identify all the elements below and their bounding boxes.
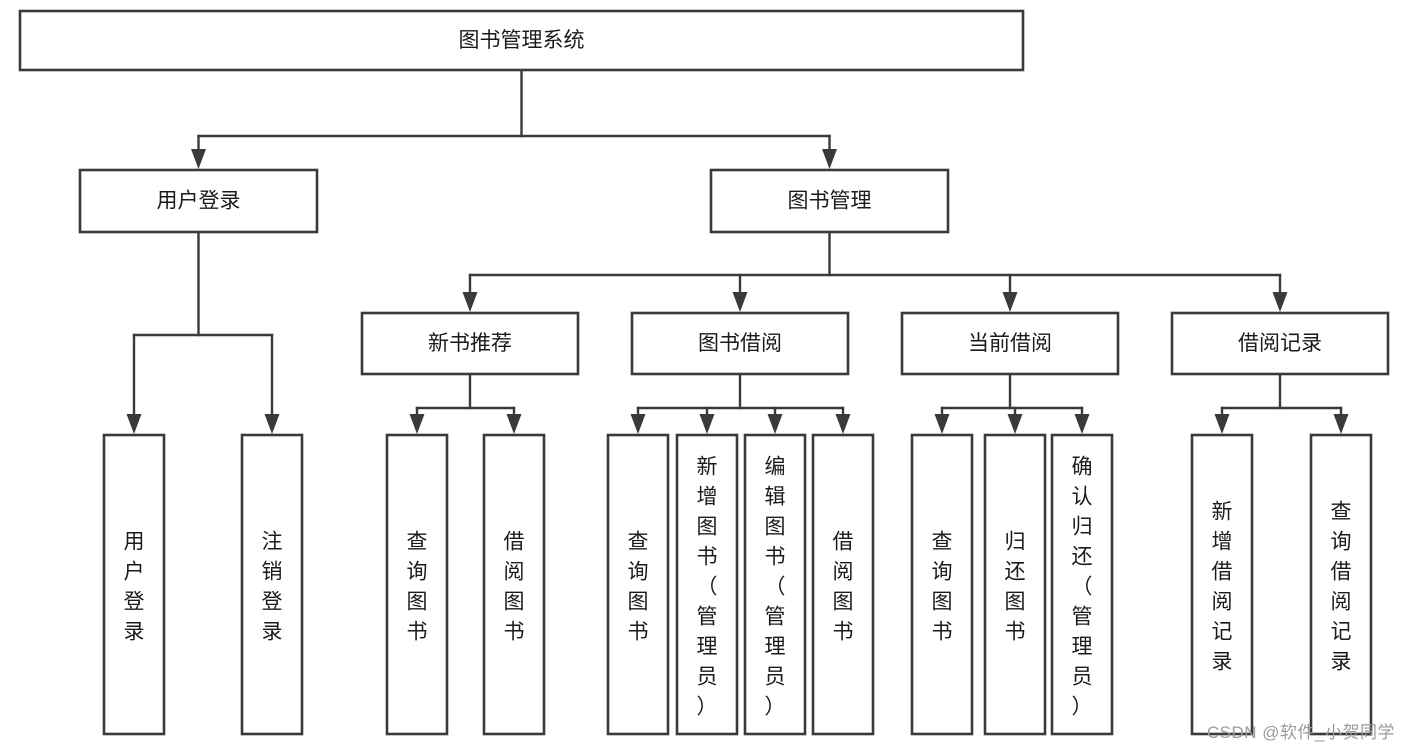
- arrow-head-icon: [191, 149, 206, 169]
- node-box: [1309, 433, 1373, 736]
- arrow-head-icon: [1214, 414, 1230, 434]
- node-box: [709, 168, 950, 234]
- arrow-head-icon: [126, 414, 142, 434]
- arrow-head-icon: [934, 414, 950, 434]
- node-l3-confirm-return[interactable]: 确认归还（管理员）: [1050, 433, 1114, 736]
- node-box: [240, 433, 304, 736]
- node-l3-edit-book[interactable]: 编辑图书（管理员）: [743, 433, 807, 736]
- node-label: 用户登录: [124, 531, 145, 644]
- node-label: 新增借阅记录: [1212, 501, 1233, 674]
- node-l3-user-login[interactable]: 用户登录: [102, 433, 166, 736]
- node-label: 编辑图书（管理员）: [765, 456, 786, 719]
- node-box: [360, 311, 580, 376]
- node-l3-borrow-book-a[interactable]: 借阅图书: [482, 433, 546, 736]
- node-label: 查询图书: [628, 531, 649, 644]
- node-l3-query-book-c[interactable]: 查询图书: [910, 433, 974, 736]
- node-label: 用户登录: [157, 190, 241, 213]
- arrow-head-icon: [462, 292, 478, 312]
- node-l3-query-book-a[interactable]: 查询图书: [385, 433, 449, 736]
- arrow-head-icon: [506, 414, 522, 434]
- node-root[interactable]: 图书管理系统: [18, 9, 1025, 72]
- node-box: [482, 433, 546, 736]
- node-label: 借阅记录: [1238, 332, 1322, 355]
- node-l2-current[interactable]: 当前借阅: [900, 311, 1120, 376]
- node-label: 注销登录: [262, 531, 283, 644]
- arrow-head-icon: [699, 414, 715, 434]
- node-box: [1170, 311, 1390, 376]
- node-label: 图书借阅: [698, 332, 782, 355]
- arrow-head-icon: [264, 414, 280, 434]
- node-label: 图书管理系统: [459, 29, 585, 52]
- node-box: [630, 311, 850, 376]
- node-box: [675, 433, 739, 736]
- edge-layer: [126, 68, 1349, 434]
- node-l3-add-book[interactable]: 新增图书（管理员）: [675, 433, 739, 736]
- node-box: [983, 433, 1047, 736]
- arrow-head-icon: [732, 292, 748, 312]
- node-box: [743, 433, 807, 736]
- node-label: 查询图书: [932, 531, 953, 644]
- node-l3-borrow-book-b[interactable]: 借阅图书: [811, 433, 875, 736]
- node-label: 新书推荐: [428, 332, 512, 355]
- node-l3-return-book[interactable]: 归还图书: [983, 433, 1047, 736]
- arrow-head-icon: [822, 149, 837, 169]
- node-box: [606, 433, 670, 736]
- node-label: 借阅图书: [833, 531, 854, 644]
- arrow-head-icon: [767, 414, 783, 434]
- node-label: 新增图书（管理员）: [697, 456, 718, 719]
- watermark-label: CSDN @软件_小贺同学: [1206, 723, 1395, 742]
- node-box: [900, 311, 1120, 376]
- arrow-head-icon: [1007, 414, 1023, 434]
- node-label: 图书管理: [788, 190, 872, 213]
- node-label: 借阅图书: [504, 531, 525, 644]
- node-label: 查询图书: [407, 531, 428, 644]
- node-label: 确认归还（管理员）: [1072, 456, 1093, 719]
- node-box: [910, 433, 974, 736]
- arrow-head-icon: [1333, 414, 1349, 434]
- node-l2-new-book[interactable]: 新书推荐: [360, 311, 580, 376]
- node-layer: 图书管理系统用户登录图书管理新书推荐图书借阅当前借阅借阅记录用户登录注销登录查询…: [18, 9, 1390, 736]
- node-l3-logout[interactable]: 注销登录: [240, 433, 304, 736]
- node-l3-query-book-b[interactable]: 查询图书: [606, 433, 670, 736]
- node-box: [1050, 433, 1114, 736]
- node-l3-add-record[interactable]: 新增借阅记录: [1190, 433, 1254, 736]
- node-box: [1190, 433, 1254, 736]
- node-box: [811, 433, 875, 736]
- node-label: 查询借阅记录: [1331, 501, 1352, 674]
- node-l1-book-mgmt[interactable]: 图书管理: [709, 168, 950, 234]
- node-l3-query-record[interactable]: 查询借阅记录: [1309, 433, 1373, 736]
- node-box: [385, 433, 449, 736]
- node-box: [102, 433, 166, 736]
- node-l2-borrow[interactable]: 图书借阅: [630, 311, 850, 376]
- node-box: [78, 168, 319, 234]
- node-l2-record[interactable]: 借阅记录: [1170, 311, 1390, 376]
- node-l1-user-login[interactable]: 用户登录: [78, 168, 319, 234]
- arrow-head-icon: [835, 414, 851, 434]
- arrow-head-icon: [1074, 414, 1090, 434]
- node-label: 归还图书: [1005, 531, 1026, 644]
- node-box: [18, 9, 1025, 72]
- arrow-head-icon: [409, 414, 425, 434]
- node-label: 当前借阅: [968, 332, 1052, 355]
- arrow-head-icon: [1272, 292, 1288, 312]
- arrow-head-icon: [630, 414, 646, 434]
- arrow-head-icon: [1002, 292, 1018, 312]
